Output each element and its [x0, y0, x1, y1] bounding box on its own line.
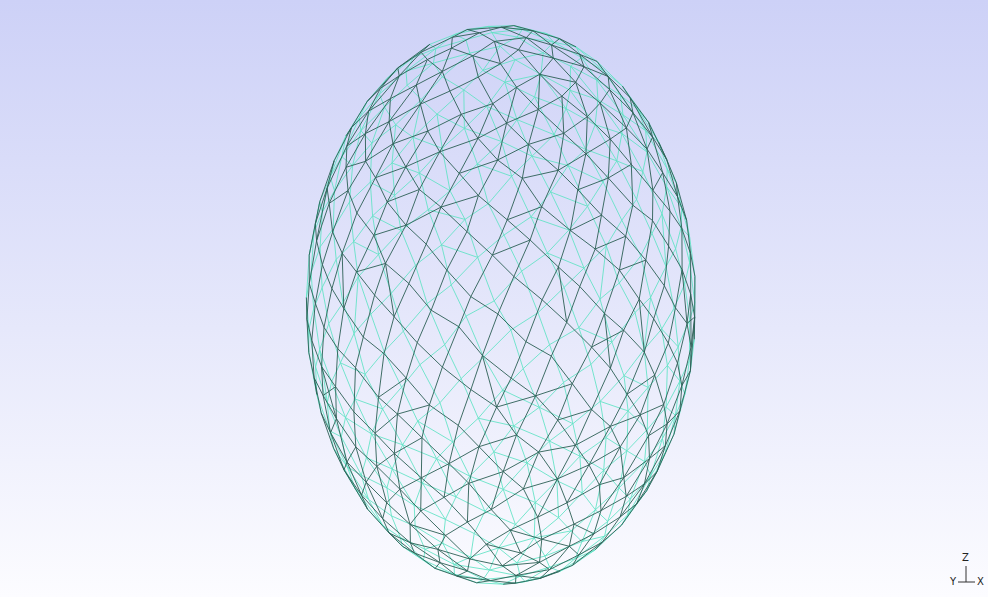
mesh-wire	[306, 26, 695, 585]
y-axis-line	[958, 582, 966, 583]
x-axis-line	[966, 582, 975, 583]
mesh-wire	[306, 26, 695, 585]
x-axis-label: X	[977, 577, 984, 587]
z-axis-line	[966, 566, 967, 582]
z-axis-label: Z	[962, 553, 969, 563]
mesh-edges	[306, 26, 695, 585]
mesh-edges	[306, 26, 695, 585]
y-axis-label: Y	[950, 577, 956, 587]
